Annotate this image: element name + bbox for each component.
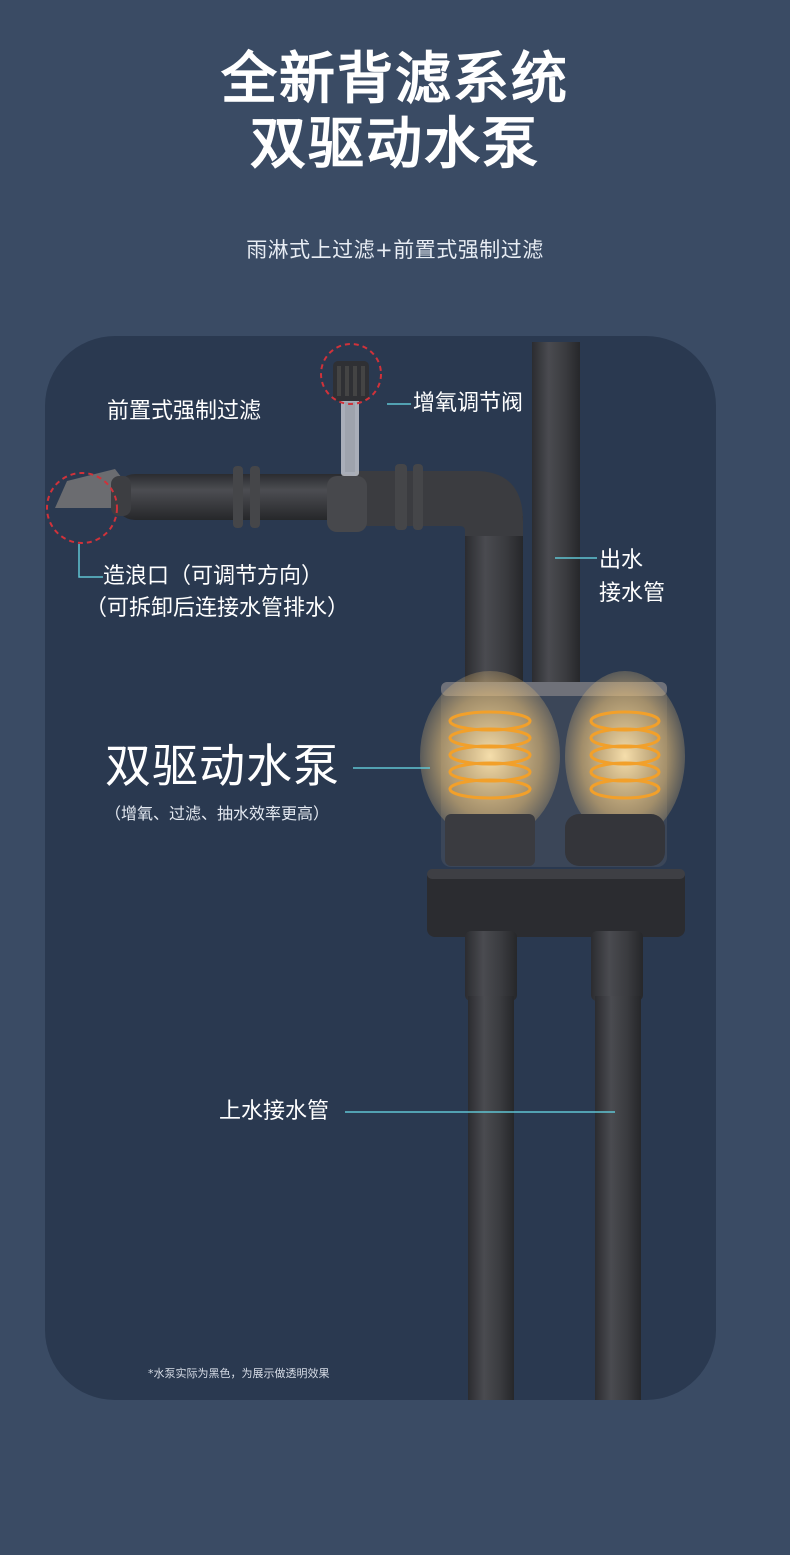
- label-oxygen-valve: 增氧调节阀: [413, 391, 524, 416]
- label-wave-outlet: 造浪口（可调节方向）: [103, 564, 324, 589]
- product-diagram-panel: 前置式强制过滤 增氧调节阀 造浪口（可调节方向） （可拆卸后连接水管排水） 出水…: [45, 336, 716, 1400]
- pipe-elbow: [355, 471, 523, 536]
- label-outlet: 出水: [599, 548, 644, 573]
- valve-knob: [333, 361, 369, 401]
- pump-riser-pipe: [465, 516, 523, 686]
- label-wave-outlet-note: （可拆卸后连接水管排水）: [85, 596, 350, 621]
- left-coil: [448, 710, 532, 800]
- base-tray: [427, 869, 685, 937]
- inlet-pipe-left: [468, 996, 514, 1400]
- label-front-filter: 前置式强制过滤: [107, 399, 262, 424]
- label-outlet-pipe: 接水管: [599, 581, 666, 606]
- page-title-line2: 双驱动水泵: [250, 112, 540, 177]
- right-coil: [589, 710, 661, 800]
- outlet-pipe: [532, 342, 580, 682]
- wave-nozzle: [55, 469, 125, 508]
- footnote: *水泵实际为黑色，为展示做透明效果: [148, 1367, 330, 1380]
- label-inlet-pipe: 上水接水管: [219, 1099, 330, 1124]
- page-title-line1: 全新背滤系统: [221, 47, 569, 112]
- valve-callout-ring: [320, 343, 382, 405]
- label-dual-pump-desc: （增氧、过滤、抽水效率更高）: [105, 804, 330, 823]
- pump-illustration: [46, 342, 685, 1400]
- inlet-pipe-right: [595, 996, 641, 1400]
- label-dual-pump: 双驱动水泵: [105, 739, 340, 793]
- nozzle-callout-ring: [46, 472, 118, 544]
- subtitle: 雨淋式上过滤+前置式强制过滤: [246, 238, 544, 262]
